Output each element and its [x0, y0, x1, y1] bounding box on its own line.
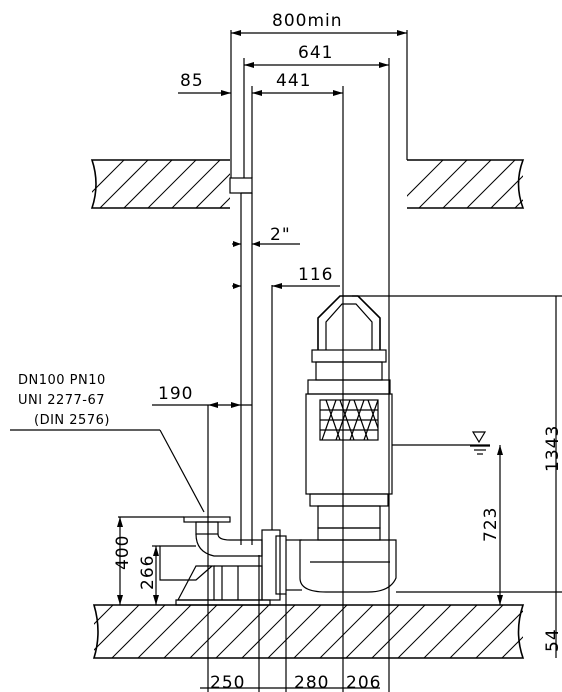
dim-641: 641 [298, 43, 333, 63]
dim-800min: 800min [272, 11, 343, 31]
top-slab-left [90, 159, 230, 209]
dim-206: 206 [346, 673, 381, 692]
flange-note-line2: UNI 2277-67 [18, 393, 105, 408]
guide-rail [229, 177, 253, 545]
pump-body [299, 295, 397, 593]
dim-54: 54 [543, 628, 562, 652]
dim-190: 190 [158, 384, 193, 404]
dimension-lines [10, 30, 557, 689]
dim-266: 266 [138, 555, 158, 590]
dim-441: 441 [276, 71, 311, 91]
dim-85: 85 [180, 71, 204, 91]
water-level-triangle-icon [470, 431, 490, 455]
discharge-pipe-and-duckfoot [159, 285, 302, 606]
dim-280: 280 [294, 673, 329, 692]
top-slab-right [407, 159, 525, 209]
flange-note-line1: DN100 PN10 [18, 373, 106, 388]
floor-slab [92, 604, 525, 659]
dim-400: 400 [113, 535, 133, 570]
dim-723: 723 [481, 507, 501, 542]
dim-250: 250 [210, 673, 245, 692]
dim-1343: 1343 [543, 425, 562, 472]
flange-note-line3: (DIN 2576) [34, 413, 110, 428]
dim-2in: 2" [270, 225, 291, 245]
reference-lines [118, 30, 562, 692]
dim-116: 116 [298, 265, 333, 285]
